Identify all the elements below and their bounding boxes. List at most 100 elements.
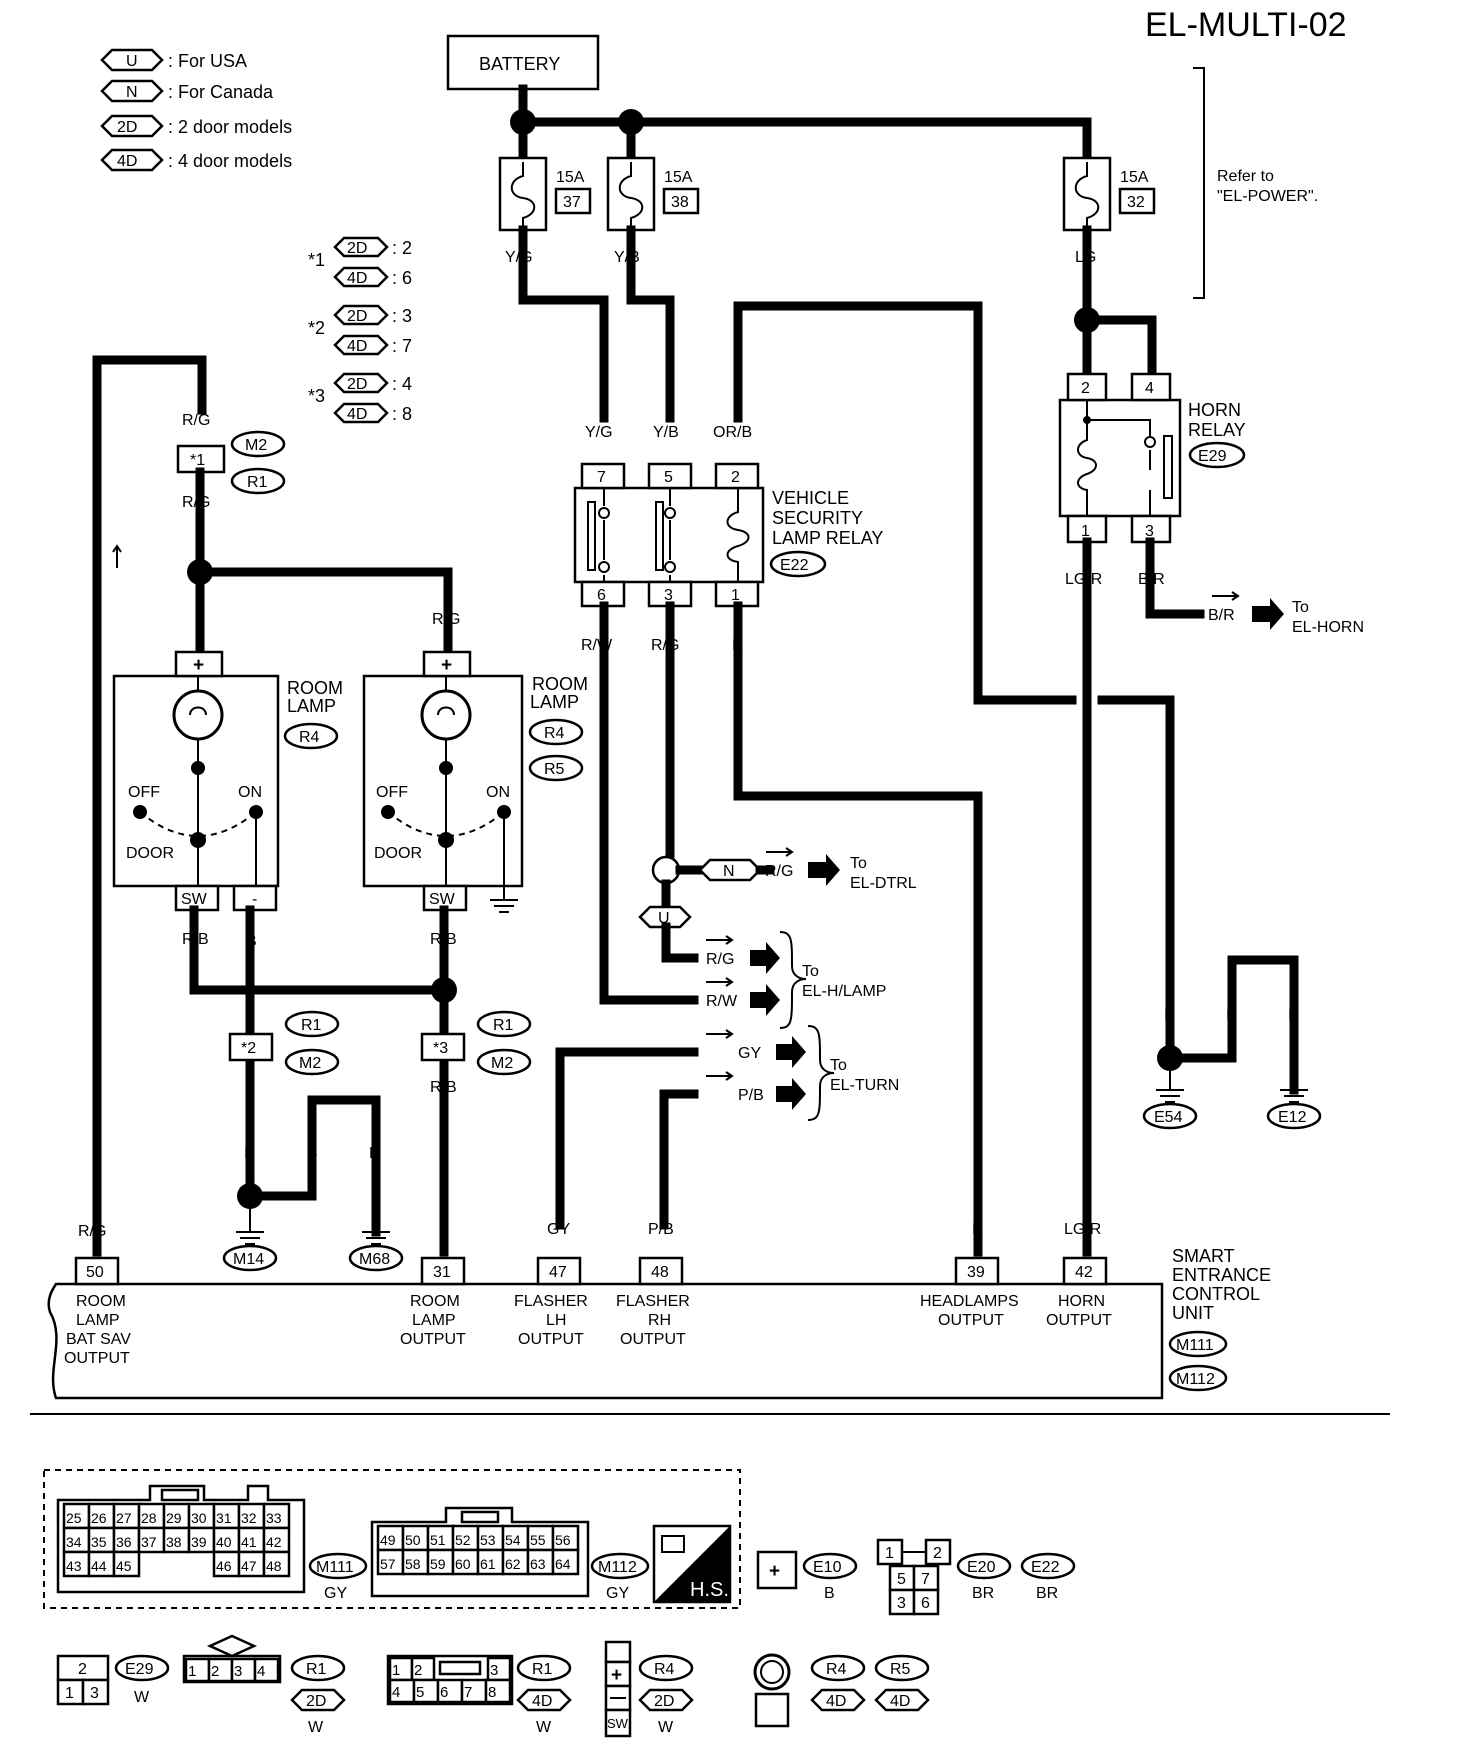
room-lamp-feeds xyxy=(195,567,453,657)
legend-text-n: : For Canada xyxy=(168,82,274,102)
star2-val-a: : 3 xyxy=(392,306,412,326)
vsl-contact-7 xyxy=(598,507,610,519)
ground-right-wires xyxy=(1165,955,1299,1095)
room-lamp-1-filament xyxy=(189,676,207,840)
vsl-switch-a xyxy=(587,501,596,571)
hlamp-small-arrows xyxy=(706,935,734,987)
r1-2d-code-r1: R1 xyxy=(306,1661,327,1678)
gnd-m68-symbol xyxy=(362,1231,390,1245)
m111-code: M111 xyxy=(316,1559,354,1576)
wire-rb-join xyxy=(189,905,449,995)
m112-pin-49: 49 xyxy=(380,1532,396,1548)
gnd-m68: M68 xyxy=(359,1251,390,1268)
wire-pb xyxy=(659,1089,699,1230)
vsl-pin-5: 5 xyxy=(664,469,673,486)
fuse-37: 15A 37 Y/G xyxy=(498,156,592,266)
m112-pin-50: 50 xyxy=(405,1532,421,1548)
term-42-box xyxy=(1062,1256,1108,1286)
wire-yg xyxy=(518,225,609,423)
room-lamp-2-code-badge-r5 xyxy=(528,754,584,782)
m112-pin-51: 51 xyxy=(430,1532,446,1548)
star3-code-b: 4D xyxy=(347,406,367,423)
e10-badge xyxy=(802,1552,858,1580)
m112-pin-53: 53 xyxy=(480,1532,496,1548)
battery-box xyxy=(446,34,600,91)
e20-pin-7-box xyxy=(912,1564,940,1592)
m111-pin-33: 33 xyxy=(266,1510,282,1526)
legend-text-2d: : 2 door models xyxy=(168,117,292,137)
m111-pin-37-box xyxy=(137,1526,166,1554)
refer-line-2: "EL-POWER". xyxy=(1217,188,1318,205)
gnd-e54-badge xyxy=(1142,1102,1198,1130)
vsl-pin-7-box xyxy=(580,462,626,490)
legend-code-n: N xyxy=(126,84,138,101)
m111-pin-44: 44 xyxy=(91,1558,107,1574)
star3-val-b: : 8 xyxy=(392,404,412,424)
room-lamp-2-body xyxy=(362,674,524,888)
term-31-l3: OUTPUT xyxy=(400,1331,466,1348)
e22-badge xyxy=(1020,1552,1076,1580)
r4-2d-code-2d: 2D xyxy=(654,1693,674,1710)
connector-e10: + E10 B xyxy=(756,1550,858,1602)
star3-code-a: 2D xyxy=(347,376,367,393)
m2r1-wire-top: R/G xyxy=(182,412,210,429)
fuse-32-num: 32 xyxy=(1127,194,1145,211)
term-47-l3: OUTPUT xyxy=(518,1331,584,1348)
legend-badge-2d xyxy=(100,114,164,138)
term-47-num: 47 xyxy=(549,1264,567,1281)
turn-brace xyxy=(807,1025,835,1121)
m111-pin-42: 42 xyxy=(266,1534,282,1550)
e10-code: E10 xyxy=(813,1559,842,1576)
vsl-pin-1: 1 xyxy=(731,587,740,604)
m111-pin-46: 46 xyxy=(216,1558,232,1574)
e29-code: E29 xyxy=(125,1661,154,1678)
gnd-label-1: B xyxy=(244,1145,255,1162)
secu-badge-m111 xyxy=(1168,1330,1228,1358)
r4-2d-badge-r4 xyxy=(638,1654,694,1682)
r1-4d-pin-7: 7 xyxy=(464,1684,472,1701)
ground-left-wires xyxy=(245,1095,381,1237)
room-lamp-2-name-1: ROOM xyxy=(532,674,588,694)
turn-arrow-2 xyxy=(776,1078,806,1110)
wire-yb xyxy=(626,225,675,423)
r1-4d-pin-2: 2 xyxy=(414,1662,422,1679)
r4r5-code-4d-b: 4D xyxy=(890,1693,910,1710)
to-turn-line-1: To xyxy=(830,1057,847,1074)
r1-2d-pin-3: 3 xyxy=(234,1663,242,1680)
m111-pin-32: 32 xyxy=(241,1510,257,1526)
star1-code-a: 2D xyxy=(347,240,367,257)
vsl-wire-7: Y/G xyxy=(585,424,613,441)
term-50-l4: OUTPUT xyxy=(64,1350,130,1367)
m112-pin-57: 57 xyxy=(380,1556,396,1572)
r4r5-badge-4d-b xyxy=(874,1688,930,1712)
fuse-32-num-box xyxy=(1118,187,1156,215)
turn-w2: P/B xyxy=(738,1087,764,1104)
m112-pin-62-box xyxy=(501,1548,530,1576)
m111-pin-34: 34 xyxy=(66,1534,82,1550)
horn-relay-name-1: HORN xyxy=(1188,400,1241,420)
r4r5-bulb-outer xyxy=(753,1653,791,1691)
fuse-38-element xyxy=(618,162,644,228)
r1-2d-pin-4-box xyxy=(253,1657,280,1683)
vsl-relay: 7 5 2 6 3 1 VEHICLE SECURITY LAMP RELAY … xyxy=(573,462,883,608)
fuse-37-amp: 15A xyxy=(556,169,585,186)
room-lamp-2-name-2: LAMP xyxy=(530,692,579,712)
e20-pin-6-box xyxy=(912,1588,940,1616)
r4-2d-sw: SW xyxy=(607,1716,629,1731)
hlamp-brace xyxy=(779,931,807,1029)
m112-pin-64-box xyxy=(551,1548,580,1576)
term-31-num: 31 xyxy=(433,1264,451,1281)
fuse-feeds xyxy=(518,117,636,167)
m112-pin-55-box xyxy=(526,1524,555,1552)
battery-bus xyxy=(518,84,1092,167)
r1-4d-key xyxy=(438,1660,482,1676)
room-lamp-1-minus-box xyxy=(232,884,278,912)
secu-name-1: SMART xyxy=(1172,1246,1235,1266)
horn-small-arrow xyxy=(1212,591,1240,601)
room-lamp-2-on: ON xyxy=(486,784,510,801)
legend-code-u: U xyxy=(126,53,138,70)
secu-name-3: CONTROL xyxy=(1172,1284,1260,1304)
